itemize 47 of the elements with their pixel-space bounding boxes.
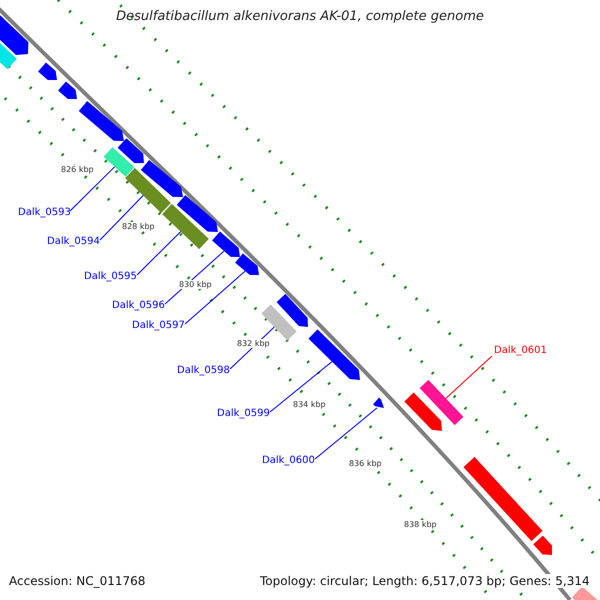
gene-label: Dalk_0599 (217, 408, 270, 419)
position-label: 832 kbp (236, 339, 271, 348)
leader-line (184, 270, 246, 324)
gene-feature (118, 138, 144, 164)
gene-feature (261, 304, 297, 340)
map-title: Desulfatibacillum alkenivorans AK-01, complete genome (116, 9, 484, 24)
gene-feature (373, 398, 384, 408)
gene-feature (212, 231, 240, 257)
leader-line (270, 361, 332, 412)
gene-feature (125, 168, 171, 214)
gene-feature (58, 81, 77, 99)
gene-label: Dalk_0593 (18, 207, 71, 218)
gene-feature (38, 62, 57, 80)
position-label: 828 kbp (121, 222, 156, 231)
leader-line (70, 166, 116, 212)
gene-feature (420, 380, 464, 426)
leader-line (314, 407, 378, 460)
gene-feature (235, 253, 259, 276)
position-label: 838 kbp (403, 520, 438, 529)
gene-feature (308, 329, 360, 380)
genome-info: Accession: NC_011768 (9, 574, 146, 588)
gene-feature (572, 586, 600, 600)
gene-feature (276, 294, 308, 327)
gene-feature (463, 456, 543, 542)
gene-feature (0, 13, 28, 56)
position-label: 830 kbp (178, 280, 213, 289)
gene-label: Dalk_0596 (112, 300, 165, 311)
gene-label: Dalk_0594 (47, 236, 100, 247)
gene-label: Dalk_0601 (494, 345, 547, 356)
gene-label: Dalk_0595 (84, 271, 137, 282)
gene-feature (104, 147, 134, 177)
gene-feature (533, 536, 552, 555)
gene-feature (404, 392, 442, 431)
position-label: 836 kbp (348, 459, 383, 468)
position-label: 834 kbp (292, 400, 327, 409)
gene-feature (162, 204, 209, 250)
gene-feature (78, 101, 124, 141)
leader-line (136, 231, 182, 276)
gene-label: Dalk_0598 (177, 365, 230, 376)
gene-feature (176, 195, 218, 232)
gene-feature (140, 160, 183, 197)
gene-label: Dalk_0597 (132, 320, 185, 331)
genome-info: Topology: circular; Length: 6,517,073 bp; Genes: 5,314 (260, 574, 590, 588)
position-label: 826 kbp (60, 165, 95, 174)
gene-label: Dalk_0600 (262, 455, 315, 466)
leader-line (100, 195, 144, 240)
leader-line (445, 356, 492, 399)
